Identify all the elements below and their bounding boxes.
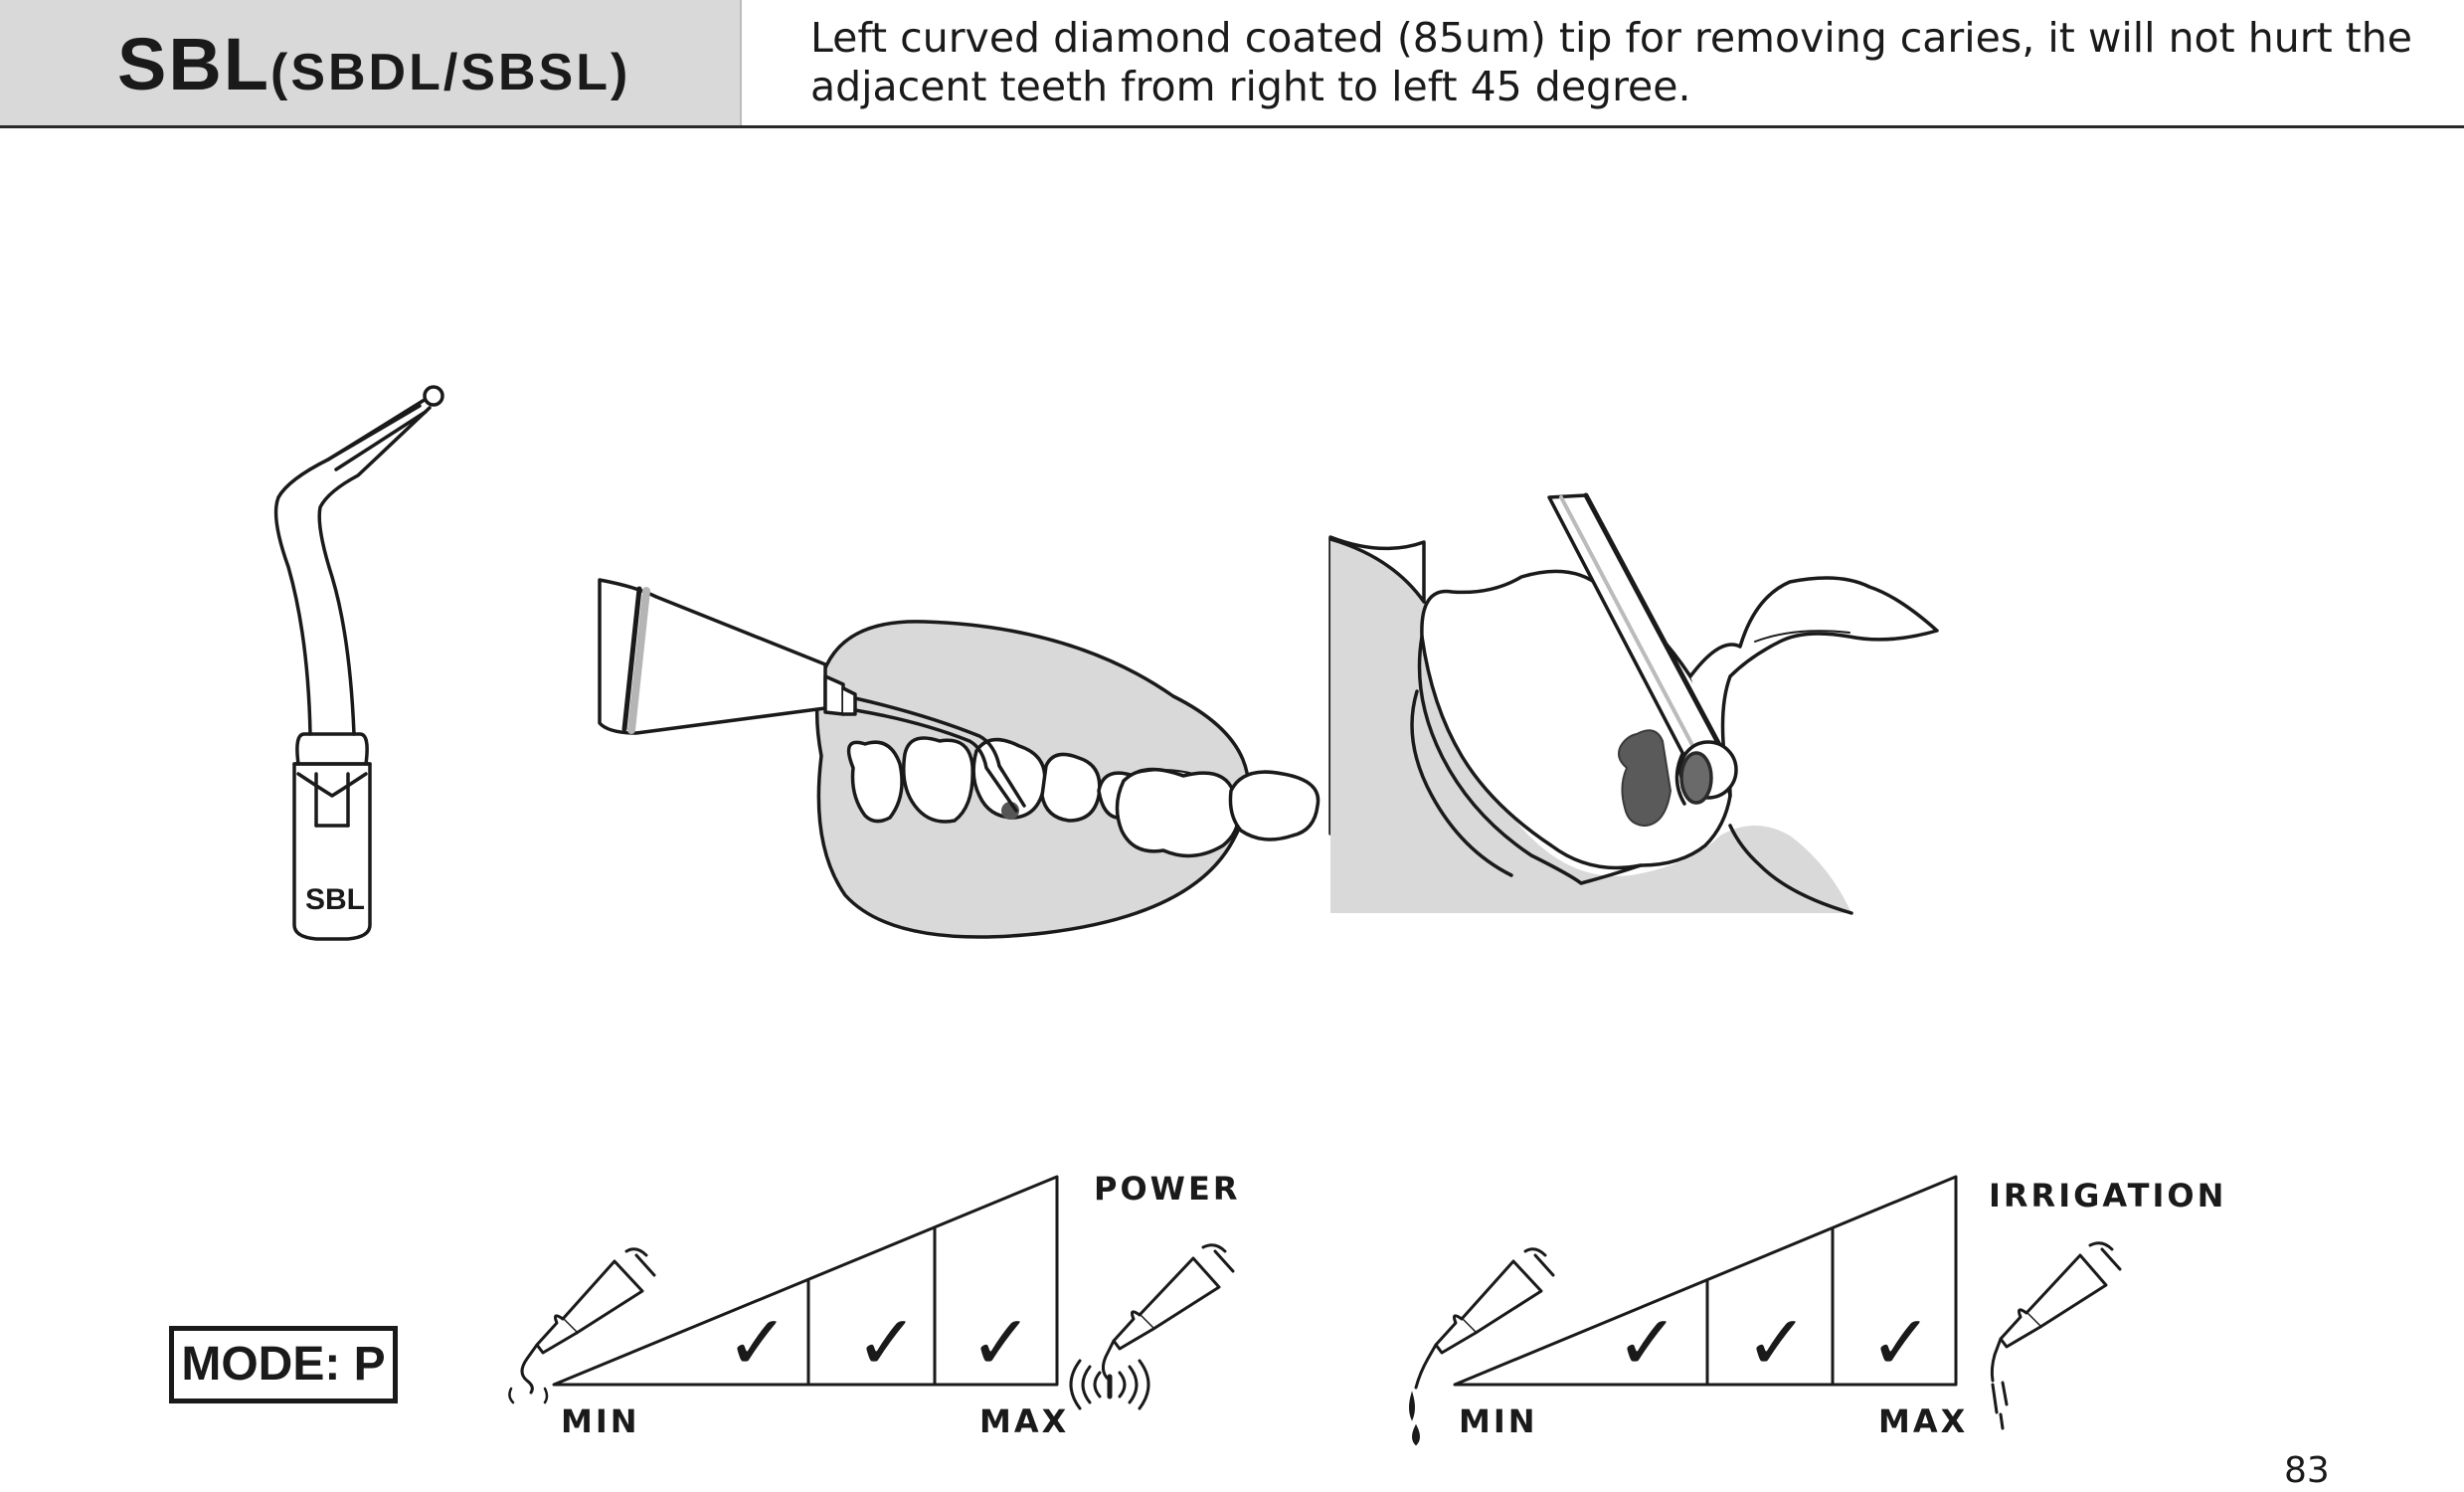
power-handpiece-right-icon [1101,1243,1235,1381]
page-title: SBL(SBDL/SBSL) [117,22,630,106]
title-sub: (SBDL/SBSL) [270,44,631,101]
power-max-label: MAX [979,1402,1070,1440]
irrigation-check-4: ✓ [1869,1298,1936,1387]
vibration-icon [1069,1359,1150,1410]
power-check-3: ✓ [855,1298,922,1387]
irrigation-check-2: ✓ [1616,1298,1682,1387]
title-box: SBL(SBDL/SBSL) [0,0,742,125]
description-line-2: adjacent teeth from right to left 45 deg… [810,63,1691,110]
irrigation-min-label: MIN [1459,1402,1538,1440]
tooth-closeup-icon [1328,492,1939,915]
irrigation-chart [1453,1175,1958,1387]
mode-label: MODE: P [169,1326,398,1403]
irrigation-handpiece-left-icon [1414,1247,1555,1390]
description-line-1: Left curved diamond coated (85um) tip fo… [810,14,2412,62]
power-min-label: MIN [561,1402,640,1440]
power-chart [552,1175,1059,1387]
title-main: SBL [117,23,270,105]
power-handpiece-left-icon [508,1247,656,1404]
tip-illustration-icon [273,385,444,941]
power-title: POWER [1094,1170,1241,1208]
tip-label: SBL [305,883,365,916]
water-stream-icon [1991,1381,2009,1430]
irrigation-check-3: ✓ [1745,1298,1812,1387]
handpiece-on-teeth-icon [598,578,1320,939]
power-check-2: ✓ [726,1298,792,1387]
description: Left curved diamond coated (85um) tip fo… [810,14,2412,111]
irrigation-max-label: MAX [1878,1402,1969,1440]
irrigation-handpiece-right-icon [1990,1241,2122,1383]
power-check-4: ✓ [969,1298,1036,1387]
header: SBL(SBDL/SBSL) Left curved diamond coate… [0,0,2464,128]
power-ramp [552,1175,1059,1387]
page-number: 83 [2284,1450,2330,1491]
water-drop-icon [1409,1391,1420,1446]
irrigation-ramp [1453,1175,1958,1387]
irrigation-title: IRRIGATION [1989,1177,2227,1214]
